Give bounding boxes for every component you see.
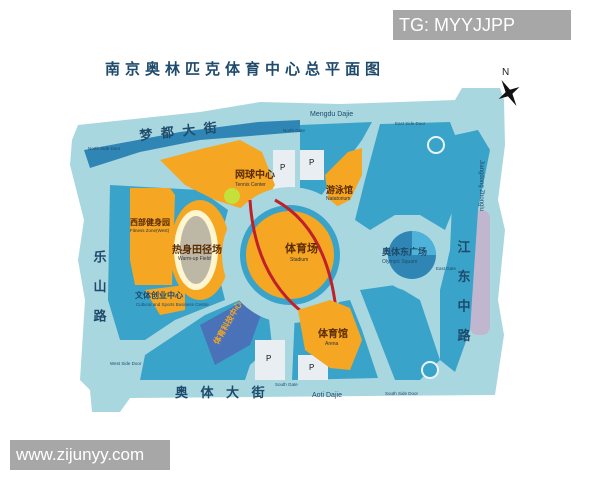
road-label-north-en: Mengdu Dajie <box>310 111 353 118</box>
block-east <box>440 130 490 372</box>
olympic-square-inner <box>412 231 436 255</box>
arena-label: 体育馆 <box>318 327 348 340</box>
roundabout-se <box>421 361 439 379</box>
stadium-label: 体育场 <box>285 241 318 255</box>
tennis-ball-icon <box>224 188 240 204</box>
parking-label-1: P <box>280 163 285 172</box>
arena <box>298 300 362 370</box>
sports-science-block <box>200 300 262 365</box>
gate-west-side: West Side Door <box>110 361 142 366</box>
stadium-arch-east <box>274 198 339 321</box>
watermark-top: TG: MYYJJPP <box>393 10 571 40</box>
block-southeast <box>360 285 440 380</box>
gate-north-side: North Side Door <box>88 146 121 151</box>
cultural-center-label: 文体创业中心 <box>135 290 183 300</box>
parking-label-3: P <box>266 354 271 363</box>
compass-north-label: N <box>502 67 509 78</box>
tennis-center <box>160 140 275 208</box>
gate-east-side: East Side Door <box>395 121 426 126</box>
fitness-zone-label: 西部健身园 <box>130 217 170 227</box>
fitness-zone-label-en: Fitness Zone(West) <box>130 228 170 233</box>
warm-up-infield <box>180 216 212 284</box>
road-label-south-en: Aoti Dajie <box>312 392 342 399</box>
road-label-east: 江 东 中 路 <box>455 239 471 347</box>
road-label-east-en: Jiangdong Zhonglu <box>478 160 484 211</box>
stadium-label-en: Stadium <box>290 257 308 263</box>
parking-lot-1 <box>273 150 295 190</box>
arena-label-en: Arena <box>325 341 339 347</box>
map-title: 南京奥林匹克体育中心总平面图 <box>104 60 385 78</box>
road-label-west: 乐 山 路 <box>91 249 107 328</box>
stadium-arch-west <box>248 199 311 320</box>
natatorium-label-en: Natatorium <box>326 196 350 202</box>
fitness-zone-west <box>130 188 175 285</box>
gate-north: North Gate <box>283 128 306 133</box>
north-band <box>84 120 300 168</box>
warm-up-field-label-en: Warm-up Field <box>178 256 211 262</box>
natatorium <box>325 148 362 210</box>
gate-east: East Gate <box>436 266 457 271</box>
compass-icon <box>498 80 520 106</box>
stadium <box>246 211 334 299</box>
road-label-south: 奥 体 大 街 <box>175 385 269 401</box>
warm-up-field-label: 热身田径场 <box>172 243 222 256</box>
parking-lot-2 <box>300 150 324 180</box>
block-northeast-left <box>300 122 372 200</box>
gate-south-side: South Side Door <box>385 391 419 396</box>
tennis-center-label: 网球中心 <box>235 168 275 181</box>
watermark-bottom: www.zijunyy.com <box>10 440 170 470</box>
tennis-center-label-en: Tennis Center <box>235 182 266 188</box>
olympic-square-label-en: Olympic Square <box>382 259 418 265</box>
gate-south: South Gate <box>275 382 298 387</box>
parking-label-2: P <box>309 158 314 167</box>
roundabout-ne <box>427 136 445 154</box>
parking-lot-3 <box>255 340 285 380</box>
olympic-square-label: 奥体东广场 <box>381 246 427 258</box>
cultural-center <box>145 285 185 315</box>
parking-label-4: P <box>309 363 314 372</box>
natatorium-label: 游泳馆 <box>326 184 353 196</box>
cultural-center-label-en: Cultural and Sports Business Centre <box>136 302 209 307</box>
